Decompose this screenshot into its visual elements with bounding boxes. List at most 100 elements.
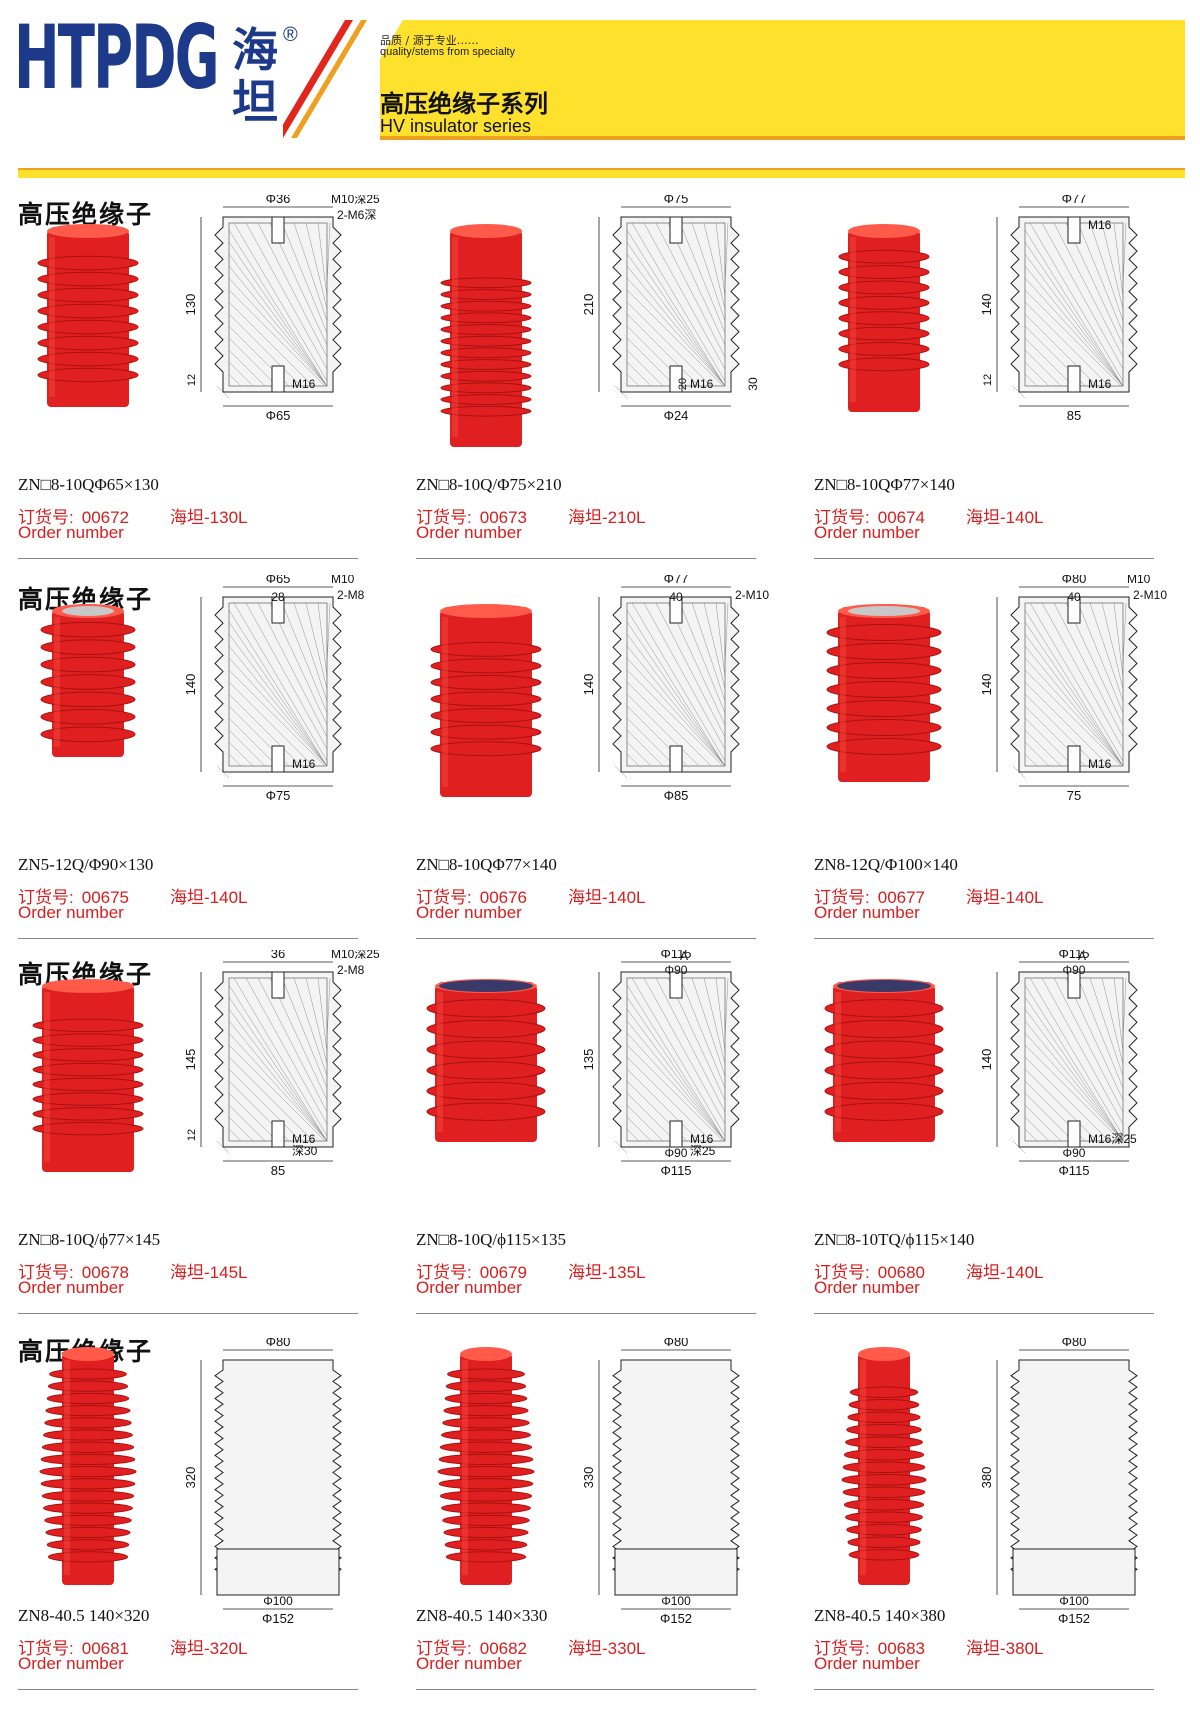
model-number: ZN□8-10QΦ77×140	[814, 475, 955, 494]
drawing-outline	[598, 1349, 740, 1610]
product-photo	[841, 1347, 927, 1585]
product-photo	[426, 979, 546, 1142]
order-number: 00673	[479, 508, 528, 527]
dimension-label-top: Φ77	[664, 575, 689, 586]
model-number: ZN□8-10Q/ϕ77×145	[18, 1230, 161, 1249]
dimension-label-bottom: Φ115	[660, 1163, 691, 1178]
registered-mark: ®	[283, 24, 298, 46]
product-photo	[40, 604, 136, 757]
dimension-label-height: 320	[183, 1467, 198, 1489]
tagline-chinese: 品质 / 源于专业……	[380, 34, 479, 47]
insulator-body	[838, 224, 930, 412]
insulator-body	[32, 979, 144, 1172]
dimension-label-thread2: 深30	[292, 1144, 318, 1158]
product-photo	[826, 604, 942, 782]
dimension-label-thread: M16	[292, 757, 316, 771]
drawing-outline	[200, 1349, 342, 1610]
dimension-label-thread2: 深25	[690, 1144, 716, 1158]
drawing-outline	[598, 206, 740, 407]
order-label: 订货号:	[814, 1639, 870, 1658]
insulator-body	[39, 1347, 137, 1585]
product-tag: 海坦-140L	[568, 888, 646, 907]
insulator-body	[40, 604, 136, 757]
card-divider	[814, 1313, 1154, 1314]
order-label-english: Order number	[18, 903, 124, 922]
dimension-label-thread: M16	[690, 1132, 714, 1146]
dimension-label-top: Φ80	[1062, 575, 1087, 586]
model-number: ZN□8-10TQ/ϕ115×140	[814, 1230, 975, 1249]
model-number: ZN□8-10QΦ77×140	[416, 855, 557, 874]
product-tag: 海坦-135L	[568, 1263, 646, 1282]
dimension-label-bottom: 85	[1067, 408, 1081, 423]
order-label: 订货号:	[814, 1263, 870, 1282]
dimension-label-bottom: Φ115	[1058, 1163, 1089, 1178]
order-label-english: Order number	[814, 1278, 920, 1297]
dimension-label-thread: M16	[292, 377, 316, 391]
order-number: 00675	[81, 888, 130, 907]
order-number: 00672	[81, 508, 130, 527]
dimension-label-thread: M16	[1088, 757, 1112, 771]
header-divider	[18, 168, 1185, 178]
order-number: 00677	[877, 888, 926, 907]
dimension-label-bottom: Φ24	[664, 408, 689, 423]
dimension-label-note2: 2-M8	[337, 588, 365, 602]
model-number: ZN□8-10Q/ϕ115×135	[416, 1230, 566, 1249]
drawing-outline	[200, 586, 342, 787]
card-divider	[814, 938, 1154, 939]
drawing-outline	[598, 961, 740, 1162]
dimension-label-thread: M16	[690, 377, 714, 391]
product-tag: 海坦-130L	[170, 508, 248, 527]
insulator-body	[37, 224, 139, 407]
order-label: 订货号:	[18, 1639, 74, 1658]
insulator-body	[437, 1347, 535, 1585]
brand-logo: HTPDG	[14, 6, 220, 109]
dimension-label-top: Φ36	[266, 195, 291, 206]
order-label-english: Order number	[814, 1654, 920, 1673]
dimension-label-bottom: Φ152	[262, 1611, 294, 1626]
dimension-label-h1: 20	[677, 378, 689, 390]
drawing-outline	[996, 961, 1138, 1162]
product-tag: 海坦-145L	[170, 1263, 248, 1282]
dimension-label-top: Φ65	[266, 575, 291, 586]
product-photo	[32, 979, 144, 1172]
dimension-label-mid: 28	[271, 590, 285, 604]
model-number: ZN8-40.5 140×320	[18, 1606, 150, 1625]
dimension-label-bottom: 75	[1067, 788, 1081, 803]
insulator-body	[430, 604, 542, 797]
dimension-label-note2: 2-M6深	[337, 208, 376, 222]
dimension-label-height: 140	[581, 674, 596, 696]
dimension-label-mid: 40	[1067, 590, 1081, 604]
insulator-body	[440, 224, 532, 447]
dimension-label-top: Φ115	[660, 950, 691, 961]
dimension-label-note2: 2-M8	[337, 963, 365, 977]
catalog-header: HTPDG 海 坦 ® 品质 / 源于专业…… quality/stems fr…	[0, 0, 1200, 160]
order-number: 00683	[877, 1639, 926, 1658]
card-divider	[18, 558, 358, 559]
brand-logo-chinese: 海 坦	[232, 23, 278, 129]
order-number: 00676	[479, 888, 528, 907]
dimension-label-note2: 2-M10	[735, 588, 769, 602]
product-tag: 海坦-140L	[966, 1263, 1044, 1282]
order-label: 订货号:	[814, 508, 870, 527]
card-divider	[18, 938, 358, 939]
dimension-label-bottom2: Φ100	[263, 1594, 293, 1608]
order-line: 订货号: 00672 海坦-130L	[18, 503, 247, 528]
card-divider	[416, 938, 756, 939]
order-label: 订货号:	[18, 888, 74, 907]
dimension-label-height: 140	[979, 1049, 994, 1071]
tagline-english: quality/stems from specialty	[380, 46, 516, 58]
order-label: 订货号:	[18, 508, 74, 527]
order-label-english: Order number	[416, 1654, 522, 1673]
